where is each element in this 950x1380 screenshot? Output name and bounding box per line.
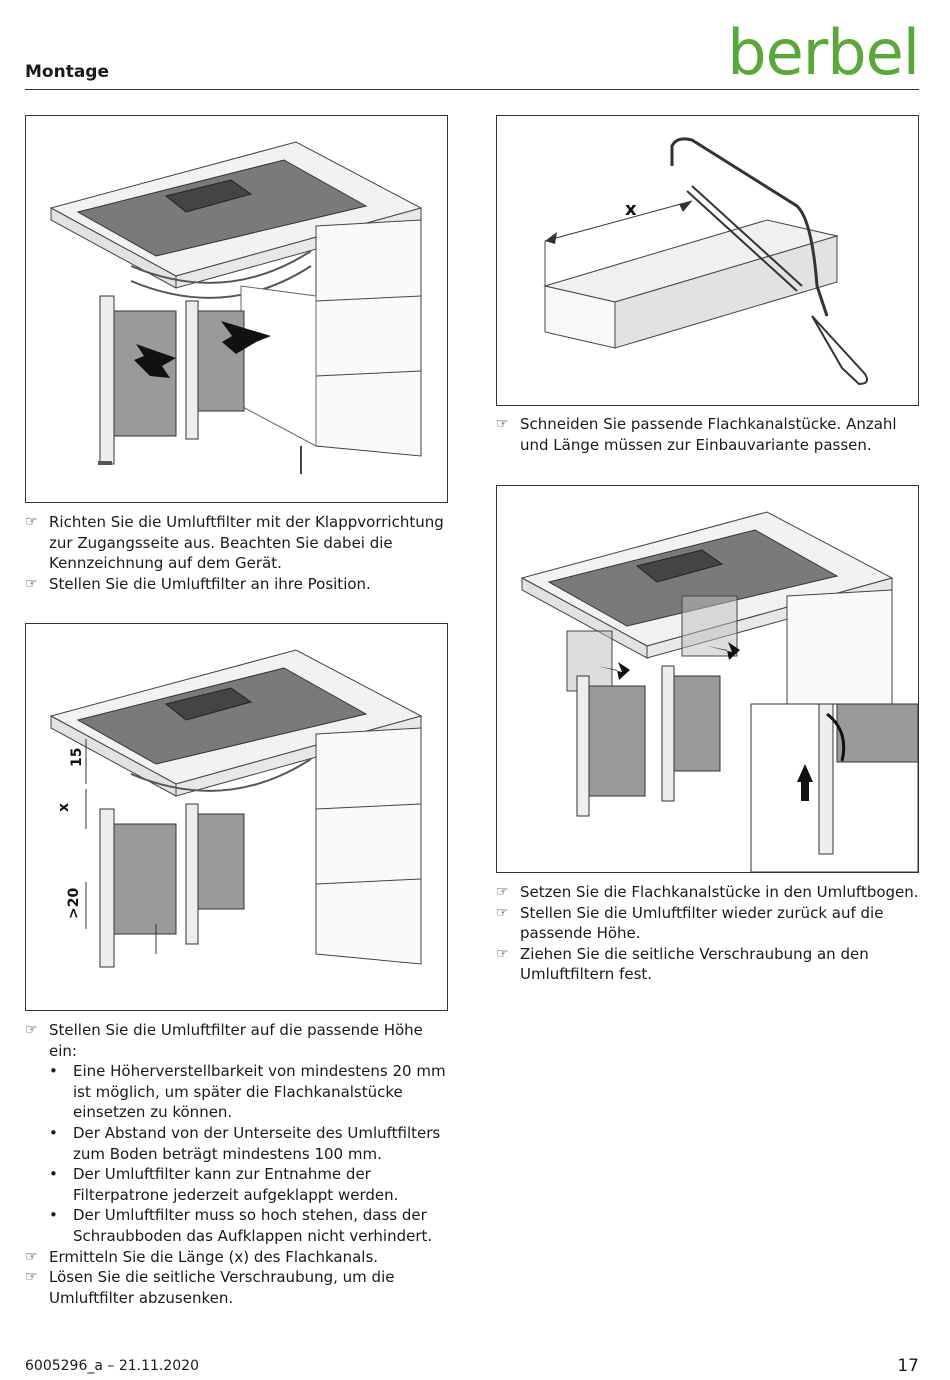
figure-cut-duct: x bbox=[496, 115, 919, 406]
figure-filter-placement bbox=[25, 115, 448, 503]
pointing-hand-icon: ☞ bbox=[496, 416, 509, 432]
instructions-left-top: ☞Richten Sie die Umluftfilter mit der Kl… bbox=[25, 512, 450, 594]
instructions-left-bottom: ☞Stellen Sie die Umluftfilter auf die pa… bbox=[25, 1020, 450, 1308]
pointing-hand-icon: ☞ bbox=[25, 1248, 38, 1265]
label-15: 15 bbox=[69, 748, 85, 767]
bullet-dot: • bbox=[49, 1123, 58, 1142]
duct-length-label: x bbox=[625, 199, 637, 220]
step-item: ☞Schneiden Sie passende Flachkanalstücke… bbox=[496, 415, 897, 454]
step-item: ☞Ermitteln Sie die Länge (x) des Flachka… bbox=[25, 1247, 379, 1266]
bullet-item: •Der Abstand von der Unterseite des Umlu… bbox=[49, 1123, 441, 1163]
step-item: ☞Setzen Sie die Flachkanalstücke in den … bbox=[496, 883, 919, 901]
bullet-item: •Eine Höherverstellbarkeit von mindesten… bbox=[49, 1062, 446, 1122]
step-item: ☞Stellen Sie die Umluftfilter an ihre Po… bbox=[25, 574, 371, 593]
berbel-logo: berbel bbox=[727, 16, 920, 89]
document-number: 6005296_a – 21.11.2020 bbox=[25, 1358, 199, 1374]
header-divider bbox=[25, 89, 919, 90]
pointing-hand-icon: ☞ bbox=[496, 904, 509, 921]
step-item: ☞Stellen Sie die Umluftfilter wieder zur… bbox=[496, 903, 884, 943]
bullet-item: •Der Umluftfilter kann zur Entnahme der … bbox=[49, 1165, 399, 1204]
step-item: ☞Ziehen Sie die seitliche Verschraubung … bbox=[496, 944, 869, 984]
bullet-item: •Der Umluftfilter muss so hoch stehen, d… bbox=[49, 1206, 433, 1245]
step-item: ☞Stellen Sie die Umluftfilter auf die pa… bbox=[25, 1021, 423, 1060]
pointing-hand-icon: ☞ bbox=[25, 1022, 38, 1038]
pointing-hand-icon: ☞ bbox=[496, 884, 509, 900]
instructions-right-top: ☞Schneiden Sie passende Flachkanalstücke… bbox=[496, 414, 921, 455]
step-item: ☞Lösen Sie die seitliche Verschraubung, … bbox=[25, 1268, 395, 1307]
step-item: ☞Richten Sie die Umluftfilter mit der Kl… bbox=[25, 513, 444, 573]
section-title: Montage bbox=[25, 62, 109, 82]
pointing-hand-icon: ☞ bbox=[25, 575, 38, 592]
bullet-dot: • bbox=[49, 1165, 58, 1184]
page-number: 17 bbox=[897, 1356, 919, 1376]
pointing-hand-icon: ☞ bbox=[25, 1269, 38, 1286]
instructions-right-bottom: ☞Setzen Sie die Flachkanalstücke in den … bbox=[496, 882, 921, 985]
pointing-hand-icon: ☞ bbox=[25, 514, 38, 530]
label-x: x bbox=[56, 803, 72, 812]
pointing-hand-icon: ☞ bbox=[496, 945, 509, 962]
label-gt20: >20 bbox=[66, 888, 82, 919]
figure-height-adjustment: 15 x >20 bbox=[25, 623, 448, 1011]
bullet-dot: • bbox=[49, 1206, 58, 1225]
figure-insert-duct bbox=[496, 485, 919, 873]
bullet-dot: • bbox=[49, 1062, 58, 1081]
